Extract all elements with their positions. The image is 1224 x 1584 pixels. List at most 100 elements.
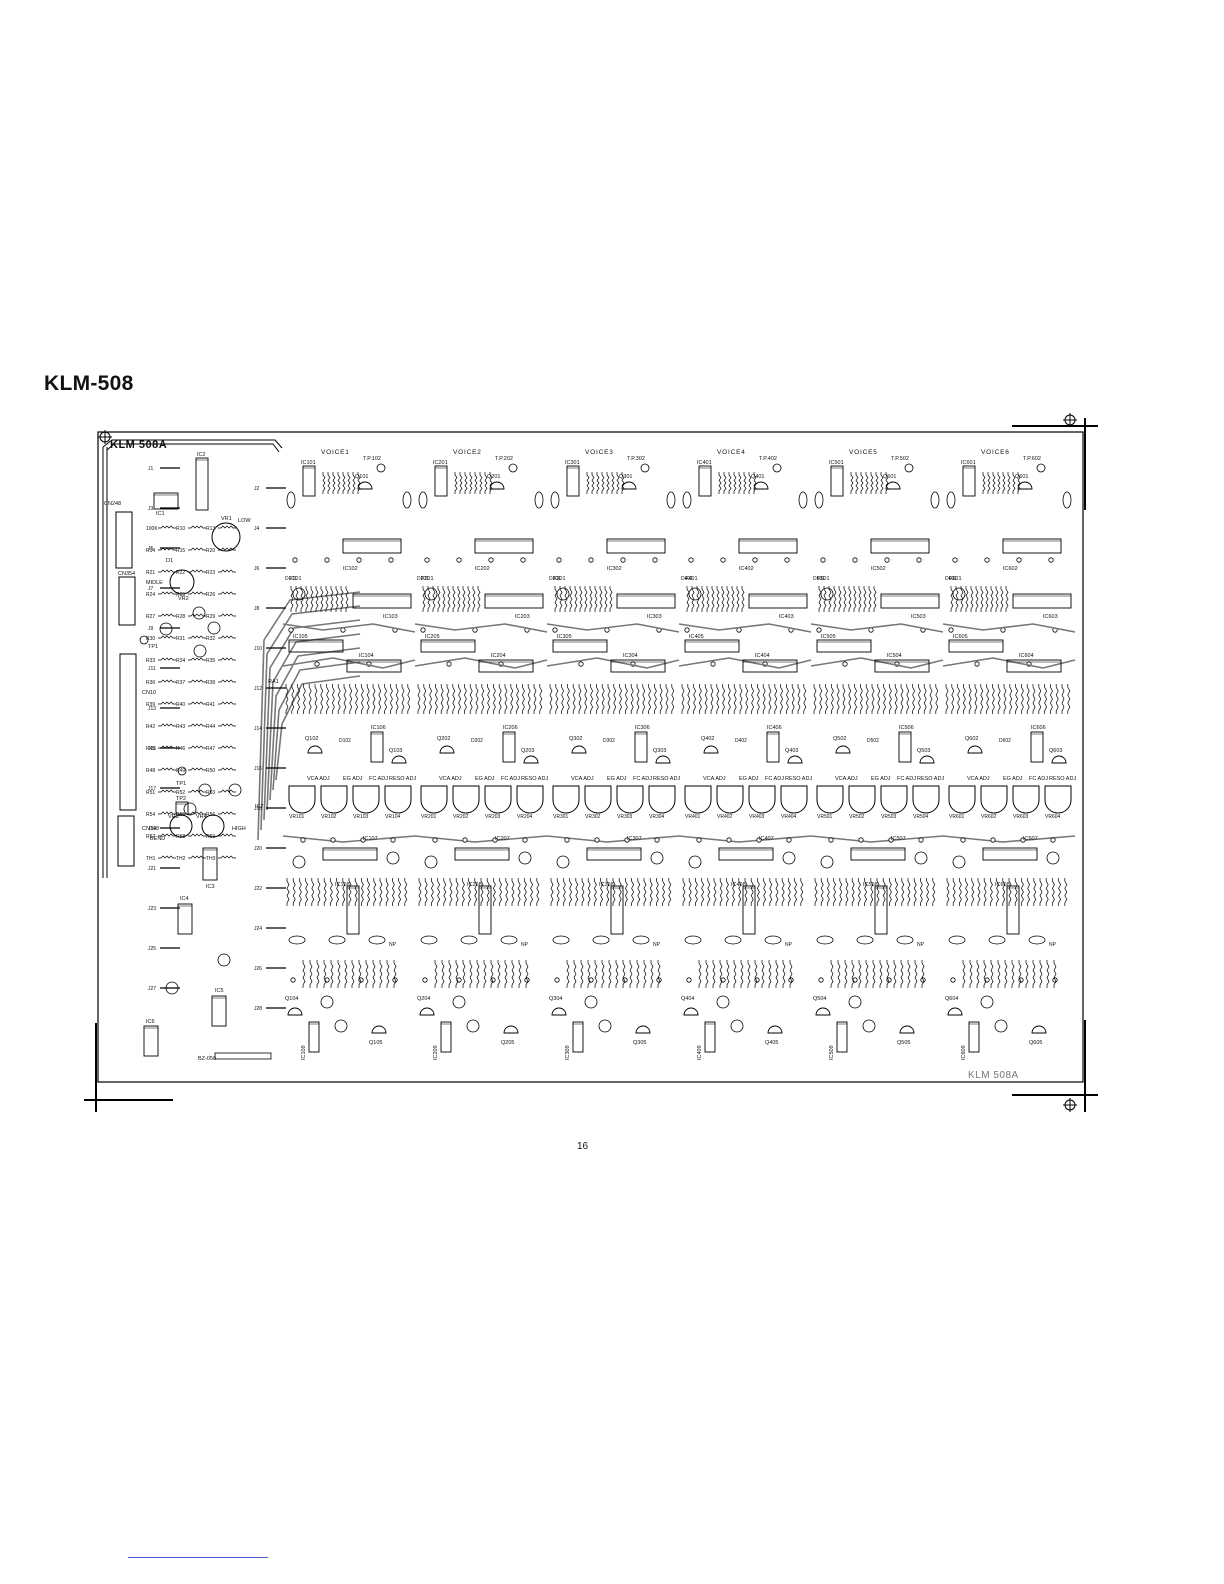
resistor-row-long — [555, 684, 559, 714]
capacitor-left — [217, 953, 231, 967]
resistor-row-long — [572, 684, 576, 714]
transistor-label-mid: Q403 — [785, 748, 798, 754]
resistor-top — [728, 472, 732, 494]
adj-label-vca: VCA ADJ — [439, 776, 462, 782]
resistor-row-f — [493, 878, 496, 906]
diode-label: D302 — [603, 738, 615, 744]
resistor-row-b — [823, 586, 827, 612]
resistor-row-long — [343, 684, 347, 714]
ic-row-h-5 — [836, 1021, 848, 1053]
resistor-row-long — [751, 684, 754, 714]
solder-pad — [422, 977, 428, 983]
transistor-label-bottom: Q505 — [897, 1040, 910, 1046]
solder-pad — [918, 837, 924, 843]
resistor-label-left: TH1 — [146, 856, 156, 862]
trimmer-pot — [1012, 785, 1040, 814]
resistor-lower — [615, 960, 619, 988]
resistor-lower — [1004, 960, 1008, 988]
capacitor-bottom — [994, 1019, 1008, 1033]
resistor-row-long — [429, 684, 432, 714]
connector-label-cn348: CN348 — [142, 826, 159, 832]
ic-label-row-f: IC407 — [759, 836, 774, 842]
transistor-label-mid: Q503 — [917, 748, 930, 754]
trace-layer — [257, 557, 1076, 983]
trimmer-label: VR601 — [949, 814, 965, 820]
resistor-label-left: R47 — [206, 746, 215, 752]
resistor-row-f — [1045, 878, 1049, 906]
resistor-row-long — [957, 684, 960, 714]
resistor-row-b — [584, 586, 588, 612]
voice-label-2: VOICE2 — [453, 449, 482, 456]
resistor-row-b — [701, 586, 705, 612]
resistor-row-long — [1067, 684, 1071, 714]
fuse-3 — [556, 587, 570, 601]
resistor-label-left: R24 — [146, 592, 155, 598]
trimmer-label: VR204 — [517, 814, 533, 820]
resistor-lower — [789, 960, 793, 988]
ic-top-2 — [434, 465, 448, 497]
resistor-top — [870, 472, 874, 494]
resistor-top — [347, 472, 351, 494]
resistor-lower — [434, 960, 438, 988]
capacitor-left — [193, 644, 207, 658]
control-label-bend: BEND — [150, 836, 165, 842]
test-point-4 — [772, 463, 782, 473]
jumper-label: J3 — [148, 506, 154, 512]
solder-pad — [960, 837, 966, 843]
resistor-row-f — [530, 878, 533, 906]
resistor-label-left: R31 — [176, 636, 185, 642]
capacitor-lower — [552, 935, 570, 945]
ic-label-row-e: IC106 — [371, 725, 386, 731]
resistor-left — [188, 635, 206, 639]
ic-row-g-1 — [346, 885, 360, 935]
adj-label-eg: EG ADJ — [607, 776, 627, 782]
trimmer-label: VR101 — [289, 814, 305, 820]
solder-pad — [688, 557, 694, 563]
transistor-label-bottom: Q405 — [765, 1040, 778, 1046]
resistor-row-b — [686, 586, 690, 612]
resistor-row-f — [833, 878, 836, 906]
trimmer-label: VR404 — [781, 814, 797, 820]
adj-label-eg: EG ADJ — [871, 776, 891, 782]
solder-pad — [710, 661, 716, 667]
resistor-row-long — [625, 684, 628, 714]
resistor-label-left: TH3 — [206, 856, 216, 862]
board-name-bottom: KLM 508A — [968, 1070, 1019, 1081]
capacitor-top — [286, 491, 296, 509]
connector-label-cn10: CN10 — [142, 690, 156, 696]
resistor-row-f — [1039, 878, 1043, 906]
solder-pad — [816, 627, 822, 633]
ic-row-e-3 — [634, 731, 648, 763]
test-point-6 — [1036, 463, 1046, 473]
resistor-left — [188, 525, 206, 529]
control-label-high: HIGH — [232, 826, 246, 832]
resistor-row-f — [1064, 878, 1068, 906]
resistor-row-long — [332, 684, 335, 714]
ic-row-f-1 — [322, 847, 378, 861]
ic-row-h-1 — [308, 1021, 320, 1053]
ic-row-d-3 — [610, 659, 666, 673]
resistor-lower — [1011, 960, 1015, 988]
resistor-label-left: TH2 — [176, 856, 186, 862]
resistor-row-long — [349, 684, 353, 714]
resistor-top — [743, 472, 747, 494]
resistor-row-b — [554, 586, 558, 612]
capacitor-bottom — [980, 995, 994, 1009]
capacitor-top — [666, 491, 676, 509]
solder-pad — [620, 557, 626, 563]
ic-row-b-3 — [616, 593, 676, 609]
resistor-label-left: R10 — [176, 526, 185, 532]
capacitor-top — [930, 491, 940, 509]
resistor-lower — [907, 960, 911, 988]
resistor-lower — [893, 960, 897, 988]
resistor-left — [188, 789, 206, 793]
resistor-top — [479, 472, 483, 494]
resistor-lower — [587, 960, 591, 988]
resistor-row-f — [977, 878, 981, 906]
label-100k: RA1 — [268, 679, 279, 685]
ic-row-h-6 — [968, 1021, 980, 1053]
resistor-label-left: R36 — [146, 680, 155, 686]
resistor-row-long — [803, 684, 807, 714]
resistor-row-f — [959, 878, 962, 906]
trimmer-label: VR402 — [717, 814, 733, 820]
